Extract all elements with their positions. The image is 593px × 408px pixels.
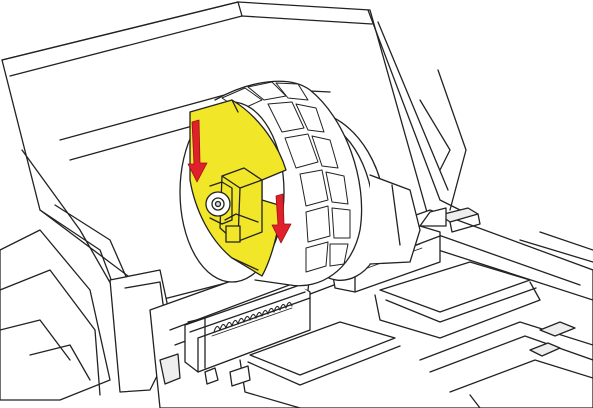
left-down-arrow bbox=[187, 119, 208, 183]
yellow-roll-holder bbox=[189, 99, 287, 277]
push-down-arrows bbox=[187, 119, 292, 244]
roll-hub-knob bbox=[205, 167, 263, 243]
right-down-arrow bbox=[271, 193, 292, 244]
spring-coils bbox=[211, 301, 293, 337]
printer-base bbox=[149, 207, 593, 408]
